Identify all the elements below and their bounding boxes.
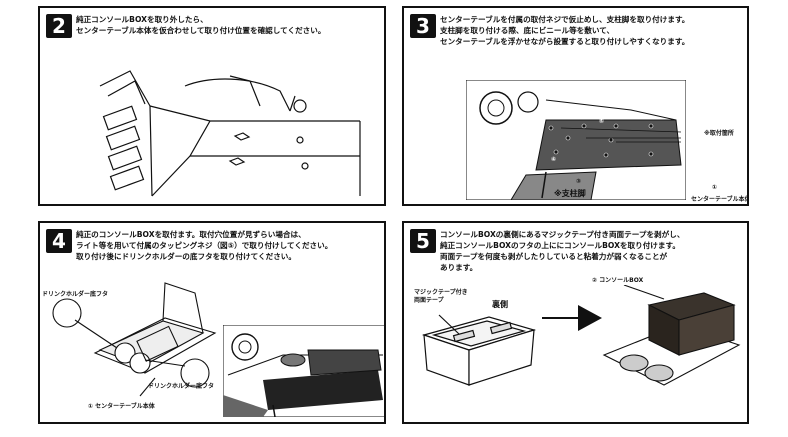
label-mount-points: ※取付箇所 (704, 130, 734, 137)
label-drink-holder-lid: ドリンクホルダー底フタ (42, 291, 109, 298)
step-number-badge: 3 (410, 14, 436, 38)
step-4-instructions: 純正のコンソールBOXを取付ます。取付穴位置が見ずらい場合は、 ライト等を用いて… (76, 229, 332, 262)
label-back-side: 裏側 (492, 300, 508, 309)
step-2-illustration (99, 70, 361, 197)
step-5-box-underside-illustration (421, 314, 537, 386)
step-4-console-illustration (52, 282, 217, 397)
instruction-line: 取り付け後にドリンクホルダーの底フタを取り付けてください。 (76, 252, 296, 261)
step-2-instructions: 純正コンソールBOXを取り外したら、 センターテーブル本体を仮合わせして取り付け… (76, 14, 325, 36)
step-4-photo-illustration (223, 325, 384, 417)
instruction-line: センターテーブルを浮かせながら設置すると取り付けしやすくなります。 (440, 37, 690, 46)
step-number-badge: 2 (46, 14, 72, 38)
label-center-table: センターテーブル本体 (691, 196, 749, 203)
instruction-line: あります。 (440, 263, 478, 272)
instruction-line: コンソールBOXの裏側にあるマジックテープ付き両面テープを剥がし、 (440, 230, 685, 239)
arrow-icon (542, 305, 602, 331)
instruction-line: 純正コンソールBOXを取り外したら、 (76, 15, 208, 24)
step-3-instructions: センターテーブルを付属の取付ネジで仮止めし、支柱脚を取り付けます。 支柱脚を取り… (440, 14, 689, 47)
label-double-sided-tape: 両面テープ (414, 297, 444, 304)
label-leg-number: ③ (576, 178, 582, 185)
step-5-installed-illustration (602, 285, 741, 386)
instruction-line: 純正のコンソールBOXを取付ます。取付穴位置が見ずらい場合は、 (76, 230, 306, 239)
instruction-line: センターテーブルを付属の取付ネジで仮止めし、支柱脚を取り付けます。 (440, 15, 690, 24)
step-5-instructions: コンソールBOXの裏側にあるマジックテープ付き両面テープを剥がし、 純正コンソー… (440, 229, 684, 273)
instruction-line: 支柱脚を取り付ける際、底にビニール等を敷いて、 (440, 26, 615, 35)
step-4-panel: 4 純正のコンソールBOXを取付ます。取付穴位置が見ずらい場合は、 ライト等を用… (38, 221, 386, 424)
step-3-panel: 3 センターテーブルを付属の取付ネジで仮止めし、支柱脚を取り付けます。 支柱脚を… (402, 6, 749, 206)
step-2-panel: 2 純正コンソールBOXを取り外したら、 センターテーブル本体を仮合わせして取り… (38, 6, 386, 206)
label-leg: ※支柱脚 (554, 189, 586, 198)
instruction-line: 純正コンソールBOXのフタの上ににコンソールBOXを取り付けます。 (440, 241, 680, 250)
step-5-panel: 5 コンソールBOXの裏側にあるマジックテープ付き両面テープを剥がし、 純正コン… (402, 221, 749, 424)
label-center-table: ① センターテーブル本体 (88, 403, 155, 410)
label-screw-5: ⑤ (599, 118, 605, 125)
label-drink-holder-lid: ドリンクホルダー底フタ (148, 383, 215, 390)
instruction-line: センターテーブル本体を仮合わせして取り付け位置を確認してください。 (76, 26, 326, 35)
label-velcro-tape: マジックテープ付き (414, 289, 468, 296)
step-3-illustration (466, 80, 686, 200)
instruction-line: ライト等を用いて付属のタッピングネジ（図⑤）で取り付けしてください。 (76, 241, 333, 250)
step-number-badge: 5 (410, 229, 436, 253)
label-screw-4: ④ (551, 156, 557, 163)
instruction-line: 両面テープを何度も剥がしたりしていると粘着力が弱くなることが (440, 252, 668, 261)
step-number-badge: 4 (46, 229, 72, 253)
label-center-table-number: ① (712, 184, 718, 191)
label-console-box: ② コンソールBOX (592, 277, 644, 284)
